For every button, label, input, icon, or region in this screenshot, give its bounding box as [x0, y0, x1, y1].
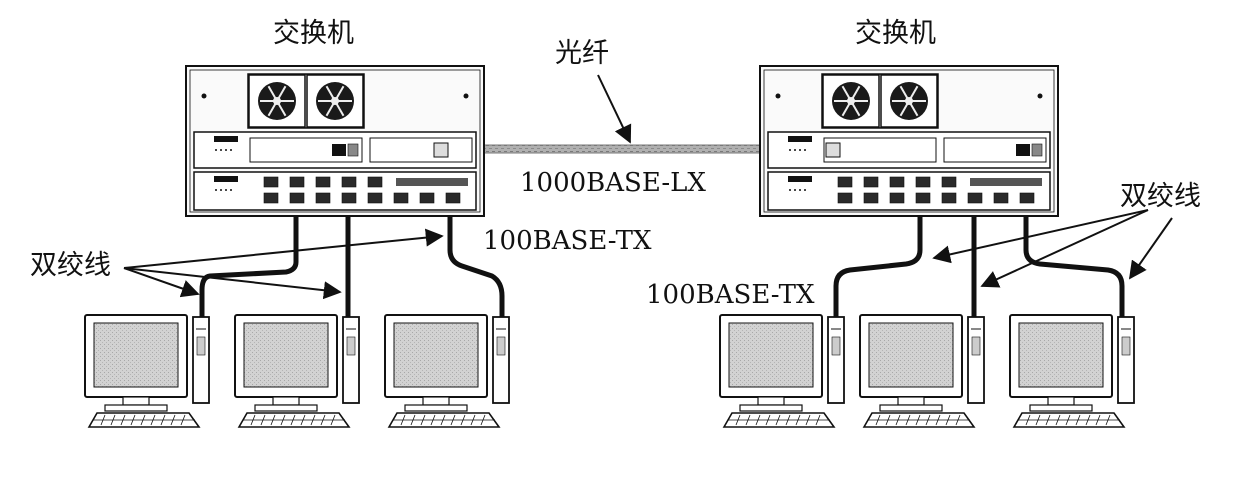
fiber-label: 光纤	[555, 38, 609, 69]
rj45-port-icon	[993, 192, 1009, 204]
screw-icon	[463, 93, 469, 99]
pointer-arrow	[123, 267, 200, 298]
screw-icon	[775, 93, 781, 99]
screw-icon	[1037, 93, 1043, 99]
rj45-port-icon	[941, 192, 957, 204]
twisted-pair-cable	[1023, 205, 1125, 323]
rj45-port-icon	[263, 176, 279, 188]
switches-layer	[185, 65, 1059, 217]
fan-icon	[880, 74, 938, 128]
twisted-pair-cable	[833, 205, 923, 323]
computers-layer	[84, 314, 1135, 428]
status-led-bar	[396, 178, 468, 186]
switch-right-label: 交换机	[855, 18, 936, 49]
pointer-arrow	[932, 209, 1149, 264]
rj45-port-icon	[367, 176, 383, 188]
desktop-computer-icon	[384, 314, 510, 428]
twisted-pair-left-label: 双绞线	[30, 250, 111, 281]
pointer-arrow	[597, 74, 632, 144]
desktop-computer-icon	[859, 314, 985, 428]
desktop-computer-icon	[84, 314, 210, 428]
desktop-computer-icon	[719, 314, 845, 428]
switch-left-label: 交换机	[273, 18, 354, 49]
rj45-port-icon	[341, 176, 357, 188]
fan-icon	[306, 74, 364, 128]
rj45-port-icon	[393, 192, 409, 204]
rj45-port-icon	[315, 192, 331, 204]
rj45-port-icon	[289, 176, 305, 188]
rj45-port-icon	[967, 192, 983, 204]
rj45-port-icon	[341, 192, 357, 204]
rj45-port-icon	[863, 192, 879, 204]
rj45-port-icon	[863, 176, 879, 188]
rj45-port-icon	[1019, 192, 1035, 204]
twisted-pair-cable	[199, 205, 299, 323]
rj45-port-icon	[837, 192, 853, 204]
fiber-port-icon	[1016, 144, 1030, 156]
status-led-bar	[970, 178, 1042, 186]
network-switch-icon	[185, 65, 485, 217]
pointer-arrow	[123, 267, 342, 300]
pointer-arrow	[123, 228, 444, 269]
fiber-standard-label: 1000BASE-LX	[520, 168, 706, 198]
pointer-arrow	[1128, 217, 1173, 280]
arrows-layer	[123, 74, 1173, 300]
rj45-port-icon	[915, 192, 931, 204]
fan-icon	[822, 74, 880, 128]
rj45-port-icon	[941, 176, 957, 188]
copper-left-label: 100BASE-TX	[483, 226, 652, 256]
fiber-port-icon	[332, 144, 346, 156]
rj45-port-icon	[889, 192, 905, 204]
rj45-port-icon	[289, 192, 305, 204]
pointer-arrow	[980, 209, 1149, 288]
rj45-port-icon	[315, 176, 331, 188]
rj45-port-icon	[367, 192, 383, 204]
rj45-port-icon	[889, 176, 905, 188]
rj45-port-icon	[915, 176, 931, 188]
rj45-port-icon	[419, 192, 435, 204]
network-switch-icon	[759, 65, 1059, 217]
desktop-computer-icon	[234, 314, 360, 428]
twisted-pair-cable	[447, 205, 505, 323]
rj45-port-icon	[837, 176, 853, 188]
rj45-port-icon	[445, 192, 461, 204]
fan-icon	[248, 74, 306, 128]
screw-icon	[201, 93, 207, 99]
desktop-computer-icon	[1009, 314, 1135, 428]
cables-layer	[199, 144, 1125, 323]
rj45-port-icon	[263, 192, 279, 204]
twisted-pair-right-label: 双绞线	[1120, 181, 1201, 212]
copper-right-label: 100BASE-TX	[646, 280, 815, 310]
